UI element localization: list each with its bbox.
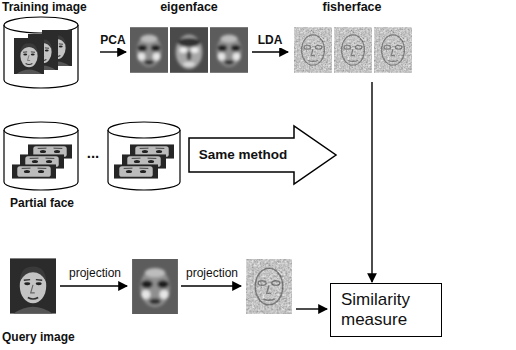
- illustration-part: [294, 27, 332, 73]
- node-text: Similarity measure: [341, 290, 431, 330]
- arrow-label: projection: [185, 267, 239, 281]
- face-photo: [14, 38, 44, 74]
- eigenface-images: [130, 27, 248, 73]
- illustration-part: [374, 27, 412, 73]
- process-box: Similarity measure: [330, 283, 442, 337]
- partial-database: [4, 122, 78, 190]
- illustration-part: [210, 27, 248, 73]
- flow-arrow: [371, 82, 372, 282]
- eigenface-set: eigenface: [128, 0, 250, 80]
- fisher-projection: [246, 259, 292, 314]
- node-text: Query image: [2, 330, 94, 344]
- illustration-part: [4, 130, 78, 190]
- node-text: Same method: [192, 147, 294, 163]
- ellipsis: ...: [86, 144, 101, 161]
- edge-label: PCA: [99, 34, 126, 48]
- node-text: eigenface: [128, 0, 250, 15]
- node-text: Training image: [2, 0, 98, 14]
- database-cylinder: Training image: [2, 0, 98, 88]
- flow-arrow: [100, 51, 126, 52]
- training-database: [4, 17, 78, 88]
- illustration-part: [12, 164, 56, 178]
- fisherface-images: [294, 27, 412, 73]
- illustration-part: [4, 122, 78, 138]
- illustration-part: [296, 308, 327, 309]
- illustration-part: [108, 122, 180, 138]
- query-photo: [10, 258, 56, 313]
- partial-face-database: Partial face: [2, 120, 184, 212]
- node-text: fisherface: [290, 0, 414, 15]
- illustration-part: [130, 27, 168, 73]
- illustration-part: [4, 25, 78, 88]
- fisherface-set: fisherface: [290, 0, 414, 80]
- illustration-part: [334, 27, 372, 73]
- arrow-outline: [189, 126, 336, 184]
- projection-arrows: [60, 286, 327, 309]
- illustration-part: [170, 27, 208, 73]
- arrow-label: projection: [68, 267, 122, 281]
- hollow-arrow: Same method: [188, 124, 338, 186]
- illustration-part: [181, 285, 241, 286]
- partial-database: [108, 122, 180, 190]
- edge-label: LDA: [257, 34, 284, 48]
- flow-arrow: [252, 51, 288, 52]
- illustration-part: [108, 130, 180, 190]
- illustration-part: [114, 164, 158, 178]
- eigen-projection: [132, 259, 178, 314]
- illustration-part: [60, 285, 127, 286]
- node-text: Partial face: [10, 196, 184, 210]
